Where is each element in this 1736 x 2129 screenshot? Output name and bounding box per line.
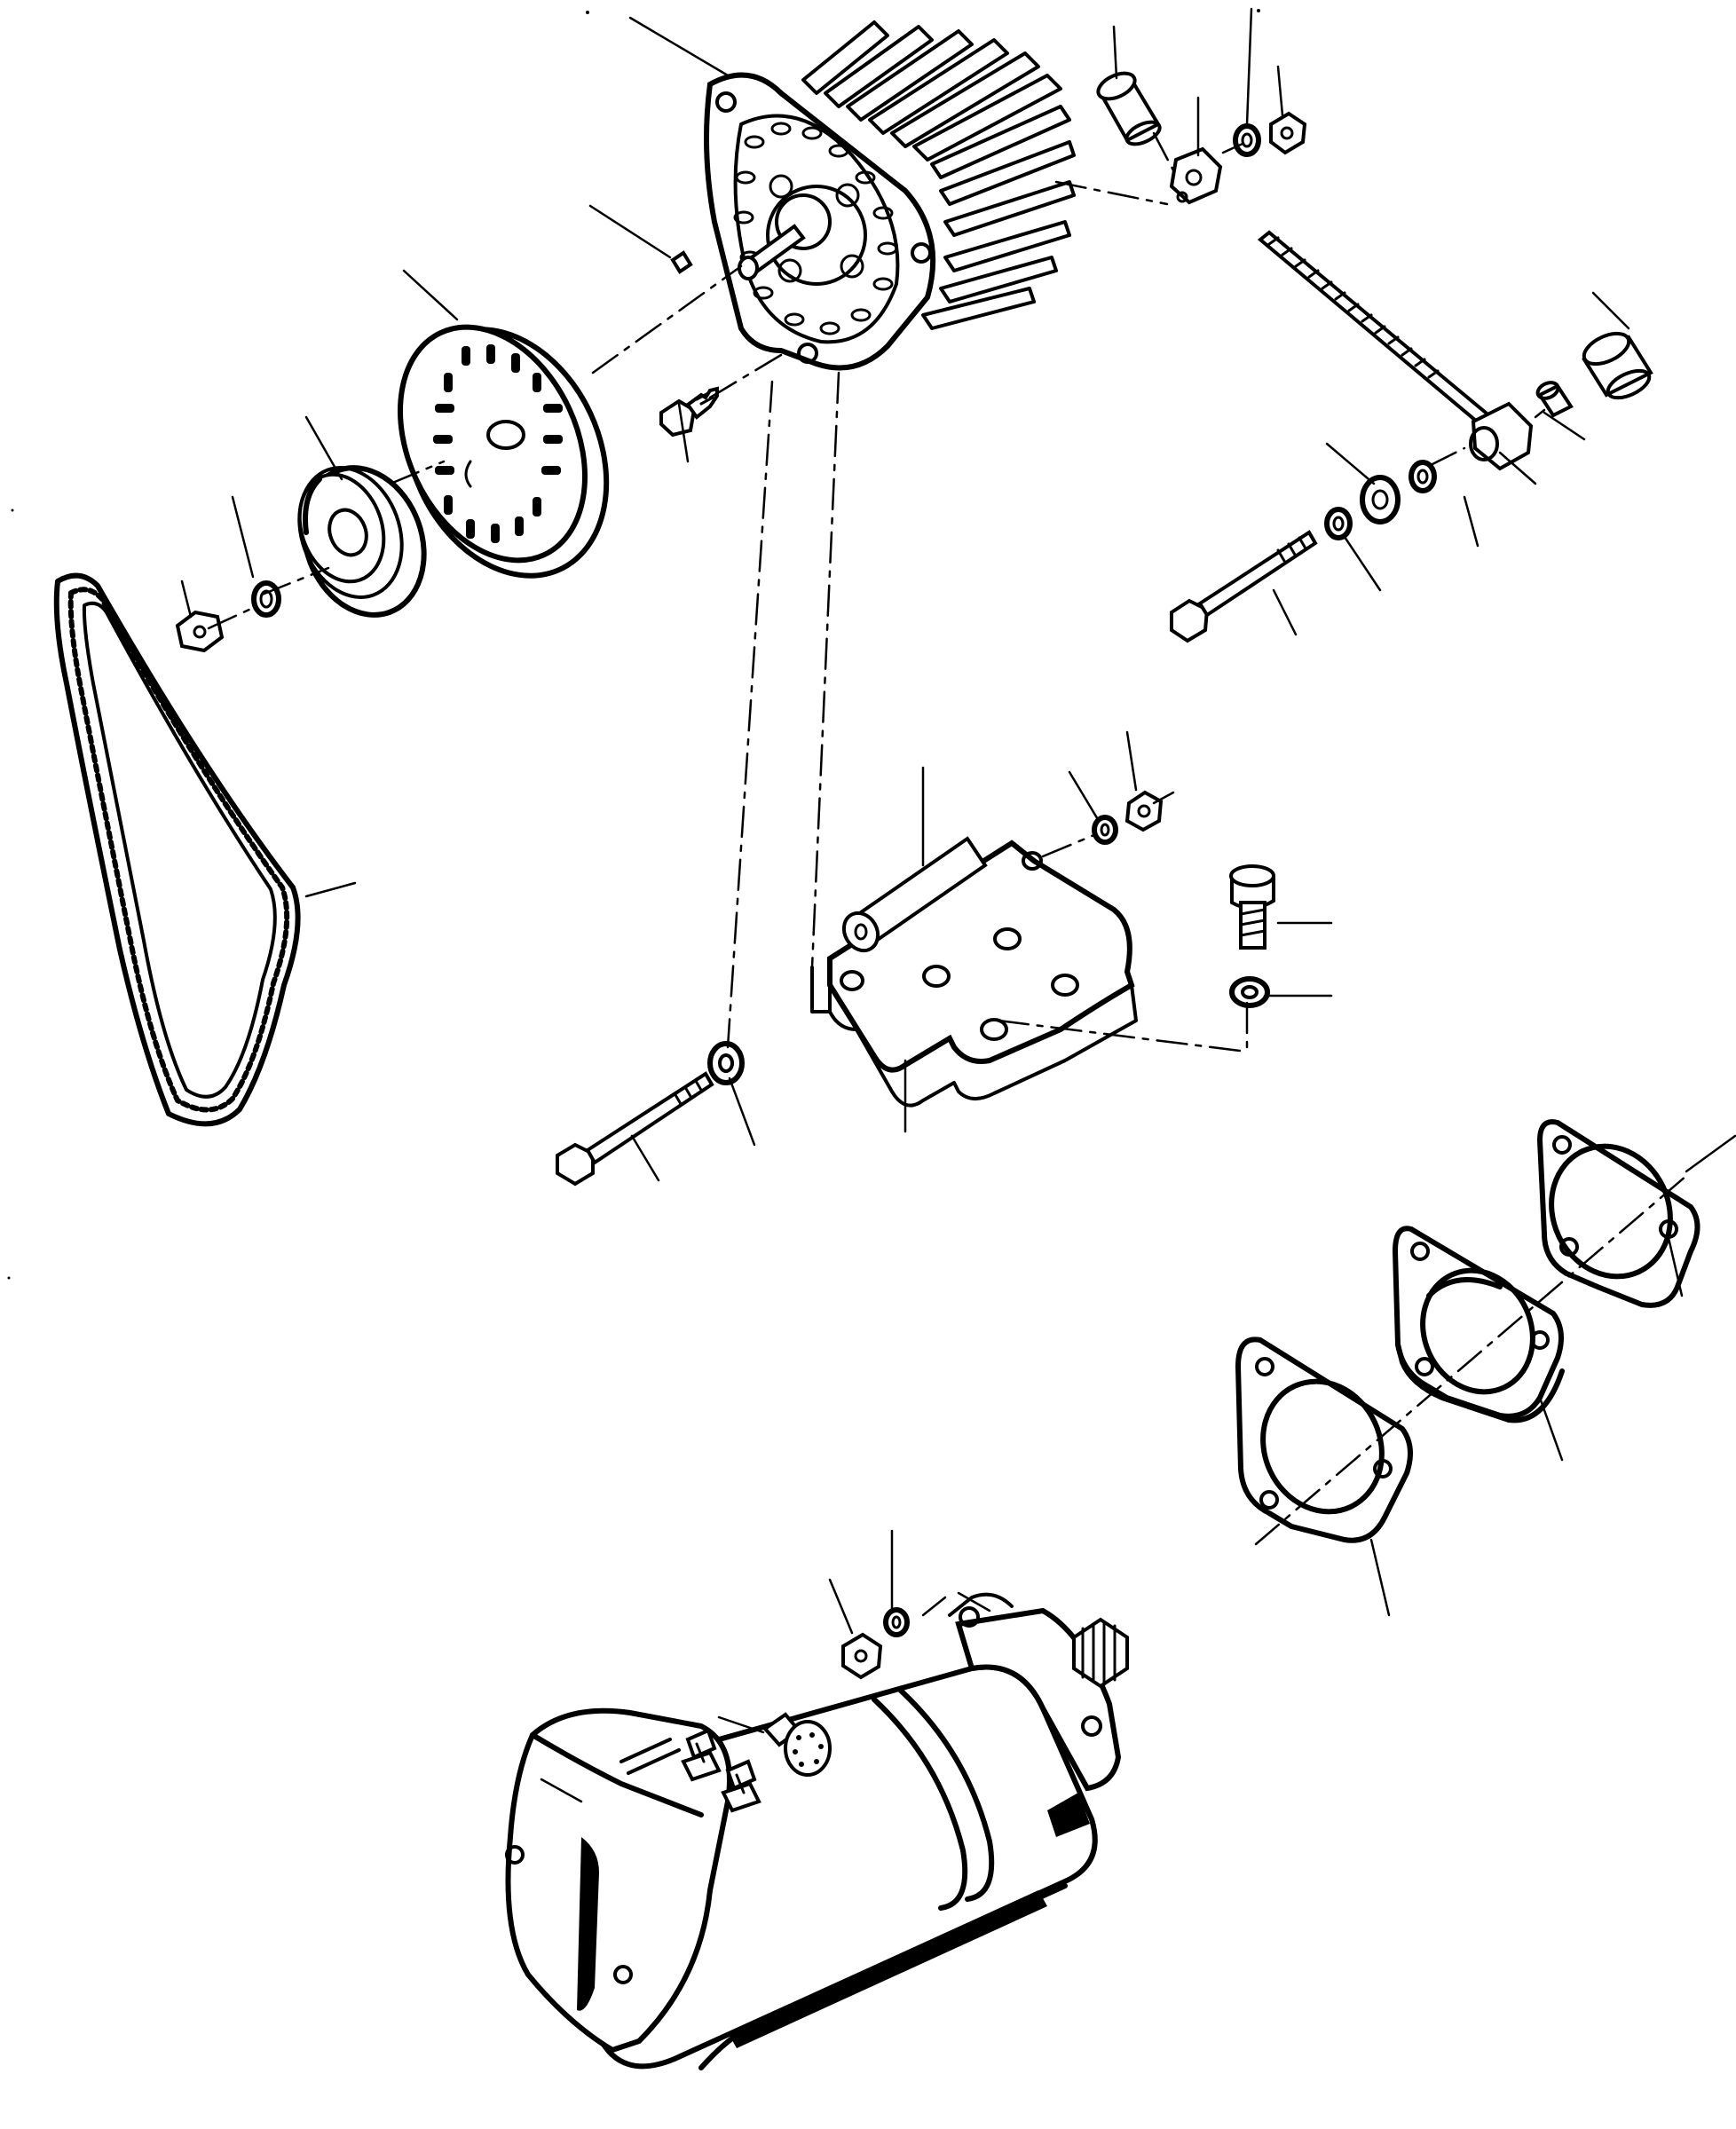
cap-screw-icon — [1229, 864, 1275, 950]
threaded-rod-icon — [1257, 230, 1494, 429]
terminal-sleeve-icon — [1096, 71, 1162, 146]
terminal-nut-icon — [1269, 111, 1307, 155]
fan-icon — [398, 324, 610, 579]
starter-nut-icon — [841, 1632, 883, 1680]
pulley-lock-washer-icon — [251, 580, 281, 618]
pivot-washer-icon — [707, 1041, 745, 1085]
starter-lock-washer-icon — [883, 1607, 910, 1637]
adjusting-bolt-icon — [1170, 530, 1318, 643]
leader-lines — [180, 7, 1736, 1803]
bracket-icon — [810, 840, 1138, 1108]
bushing-icon — [1535, 381, 1574, 418]
bracket-nut-icon — [1124, 790, 1164, 832]
bracket-washer-icon — [1229, 976, 1270, 1008]
flange-gasket-outer-icon — [1235, 1337, 1413, 1543]
pivot-bolt-long-icon — [556, 1071, 714, 1187]
pulley-icon — [297, 465, 427, 618]
starter-motor-icon — [505, 1592, 1129, 2070]
spacer-plate-icon — [1392, 1226, 1565, 1423]
terminal-block-icon — [1169, 146, 1223, 205]
trunnion-icon — [1469, 401, 1534, 471]
terminal-washer-icon — [1233, 123, 1261, 157]
spacer-icon — [1582, 331, 1653, 400]
belt-icon — [53, 572, 301, 1127]
flange-gasket-inner-icon — [1536, 1119, 1700, 1308]
alternator-icon — [704, 20, 1076, 371]
alternator-bolt-short-icon — [659, 386, 719, 438]
alignment-lines — [207, 131, 1688, 1617]
adjusting-washers-icon — [1324, 460, 1437, 540]
starter-terminal-cap-icon — [762, 1712, 832, 1777]
pulley-nut-icon — [175, 610, 225, 653]
pin-icon — [841, 836, 988, 953]
scan-marks — [7, 9, 1260, 1280]
key-icon — [670, 250, 693, 274]
bracket-lock-washer-icon — [1092, 815, 1118, 845]
